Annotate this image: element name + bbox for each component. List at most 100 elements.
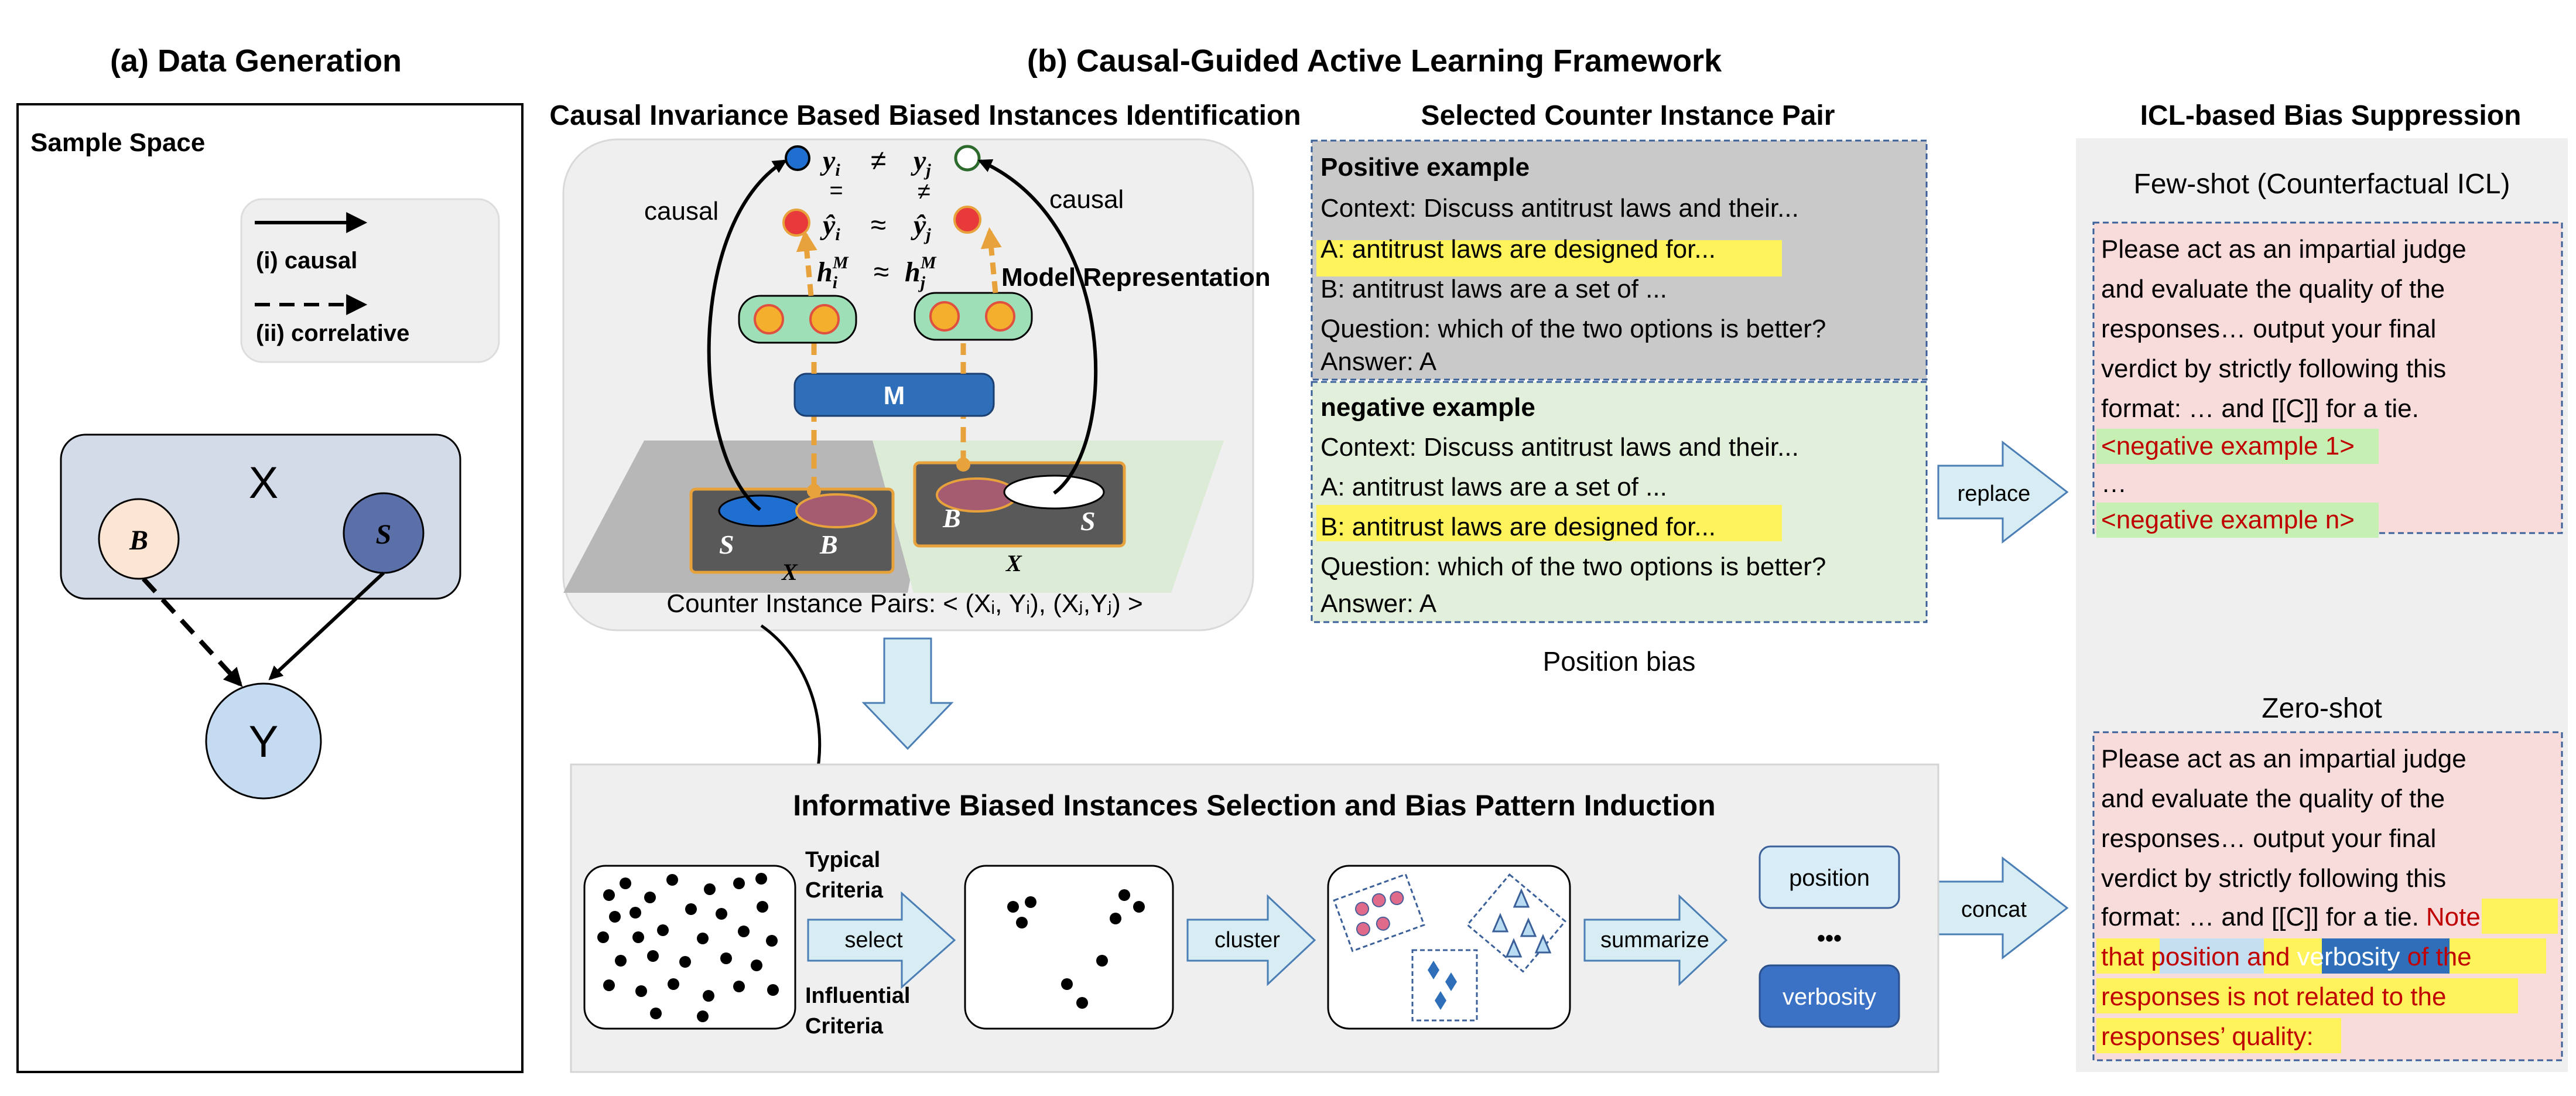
triangle-cluster — [1466, 873, 1566, 973]
position-pattern-box — [1759, 845, 1900, 909]
model-representation-label: Model Representation — [1001, 263, 1271, 292]
circle-cluster — [1333, 873, 1425, 952]
instance-dot — [630, 907, 641, 919]
position-bias-label: Position bias — [1543, 646, 1696, 677]
instance-dot — [703, 990, 714, 1002]
typical-label-2: Criteria — [805, 878, 884, 903]
positive-option-b: B: antitrust laws are a set of ... — [1321, 275, 1667, 303]
h-i-symbol: hiM — [817, 253, 849, 292]
causal-arrow-right — [977, 159, 1098, 495]
yi-symbol: yi — [820, 145, 840, 180]
si-ellipse — [718, 494, 802, 527]
influential-label-2: Criteria — [805, 1014, 884, 1039]
sample-space-label: Sample Space — [30, 128, 205, 157]
cluster-diamond — [1435, 991, 1446, 1010]
instance-dot — [716, 908, 727, 920]
diamond-cluster-frame — [1411, 949, 1478, 1022]
yj-dot — [954, 145, 981, 172]
negative-heading: negative example — [1321, 393, 1535, 422]
zero-shot-title: Zero-shot — [2262, 693, 2382, 724]
diamond-cluster — [1428, 961, 1457, 1010]
select-label: select — [844, 928, 903, 952]
few-shot-box — [2092, 221, 2563, 534]
few-shot-line-4: verdict by strictly following this — [2101, 354, 2446, 383]
h-j-symbol: hjM — [905, 253, 937, 292]
cluster-circle — [1356, 921, 1370, 936]
identification-panel: S B X B S X M — [562, 138, 1271, 631]
suppression-title: ICL-based Bias Suppression — [2140, 100, 2522, 131]
zero-shot-line-8: responses’ quality: — [2101, 1022, 2314, 1051]
instance-dot — [755, 873, 767, 885]
bj-label: B — [942, 503, 961, 533]
instance-dot — [644, 892, 656, 903]
cluster-arrow — [1186, 894, 1316, 986]
causal-arrow-left — [707, 159, 788, 511]
clusters-box — [1327, 865, 1571, 1030]
cluster-label: cluster — [1215, 928, 1280, 952]
selected-dot — [1133, 901, 1145, 913]
instance-dot — [738, 926, 750, 937]
yi-dot — [785, 145, 810, 171]
selected-dot — [1076, 997, 1088, 1009]
approx-symbol-2: ≈ — [874, 257, 889, 288]
selected-dot — [1096, 955, 1108, 967]
few-shot-line-2: and evaluate the quality of the — [2101, 275, 2445, 303]
cluster-circle — [1355, 902, 1370, 916]
instance-dot — [733, 981, 745, 992]
typical-label-1: Typical — [805, 848, 880, 872]
summarize-label: summarize — [1600, 928, 1709, 952]
node-x-label: X — [249, 458, 279, 508]
verbosity-pattern-label: verbosity — [1783, 984, 1876, 1010]
replace-arrow — [1937, 440, 2069, 544]
rep-j-to-yhat-arrow — [980, 227, 1002, 293]
negative-context: Context: Discuss antitrust laws and thei… — [1321, 433, 1799, 462]
selected-dot — [1016, 917, 1028, 928]
instance-dot — [657, 924, 669, 936]
selected-dot — [1061, 978, 1073, 990]
bi-ellipse — [795, 493, 877, 528]
causal-left-label: causal — [644, 197, 719, 226]
select-arrow — [807, 891, 956, 989]
model-m-box — [793, 373, 995, 417]
cluster-triangle — [1505, 938, 1523, 958]
instance-dot — [679, 956, 691, 968]
all-instances-dots — [597, 873, 779, 1022]
cluster-circle — [1371, 893, 1386, 907]
cluster-triangle — [1534, 934, 1552, 954]
approx-symbol-1: ≈ — [871, 210, 886, 241]
xi-anchor-dot — [807, 484, 821, 498]
suppression-panel: Few-shot (Counterfactual ICL) Please act… — [2076, 138, 2568, 1072]
selection-title: Informative Biased Instances Selection a… — [793, 789, 1715, 822]
verbosity-pattern-box — [1759, 964, 1900, 1028]
xj-label: X — [1005, 550, 1022, 576]
instance-dot — [720, 952, 732, 964]
instance-dot — [704, 883, 716, 895]
legend-box — [240, 198, 500, 363]
node-b-label: B — [129, 525, 148, 556]
instance-dot — [668, 978, 679, 990]
negative-option-b: B: antitrust laws are designed for... — [1321, 513, 1716, 541]
rep-j-node-2 — [985, 301, 1015, 332]
down-arrow — [861, 637, 954, 750]
concat-label: concat — [1961, 897, 2027, 922]
replace-label: replace — [1958, 482, 2031, 506]
cluster-triangle — [1491, 913, 1509, 933]
concat-arrow — [1937, 856, 2069, 960]
cluster-diamond — [1428, 961, 1439, 979]
rep-i-node-2 — [809, 304, 840, 334]
instance-dot — [666, 874, 678, 886]
negative-example-box — [1311, 381, 1928, 623]
yhat-i-dot — [782, 209, 810, 237]
node-y-label: Y — [249, 717, 279, 767]
position-pattern-label: position — [1789, 865, 1870, 891]
instance-dot — [635, 985, 647, 997]
xi-label: X — [781, 559, 798, 585]
selection-panel: Informative Biased Instances Selection a… — [570, 763, 1939, 1073]
node-s-label: S — [376, 519, 392, 550]
summarize-arrow — [1583, 894, 1728, 986]
instance-dot — [697, 1010, 709, 1022]
selected-pair-panel: Positive example Context: Discuss antitr… — [1311, 139, 1928, 677]
zero-shot-line-7: responses is not related to the — [2101, 982, 2446, 1011]
xj-anchor-dot — [956, 457, 970, 472]
